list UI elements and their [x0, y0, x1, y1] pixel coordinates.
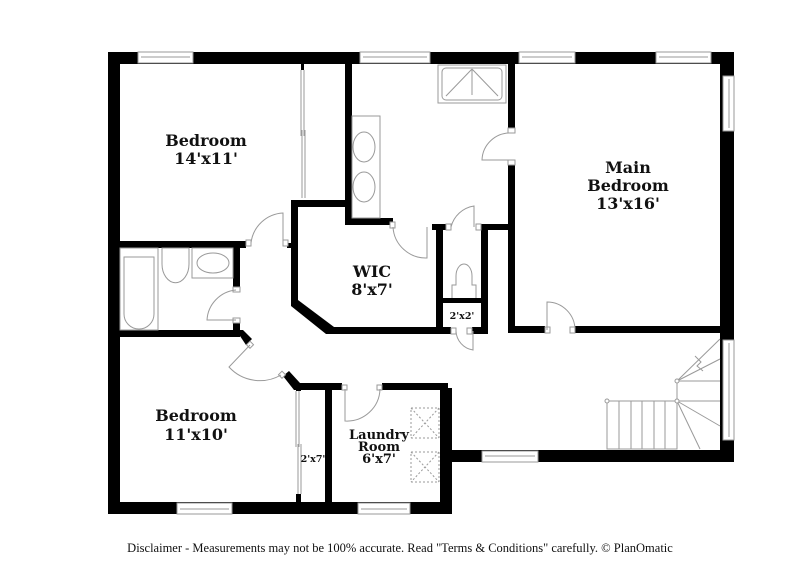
windows	[137, 51, 735, 515]
door-hall-bath[interactable]	[206, 289, 237, 321]
room-name-bedroom-2: Bedroom	[155, 406, 237, 425]
wall-west	[108, 52, 120, 514]
room-name-main-bedroom-line1: Main	[605, 158, 651, 177]
room-dims-bedroom-1: 14'x11'	[174, 149, 238, 168]
bathtub	[119, 247, 159, 331]
door-main-bedroom[interactable]	[546, 301, 576, 331]
door-linen[interactable]	[455, 330, 474, 351]
shower	[437, 64, 507, 104]
room-name-wic: WIC	[352, 262, 391, 281]
toilet	[161, 247, 190, 284]
exterior-walls	[108, 52, 734, 514]
room-dims-closet: 2'x7'	[301, 454, 326, 465]
door-laundry[interactable]	[344, 388, 381, 422]
room-dims-linen-closet: 2'x2'	[450, 311, 475, 322]
room-name-laundry-line1: Laundry	[349, 428, 409, 443]
sink	[352, 131, 376, 163]
doors	[206, 70, 576, 494]
room-dims-laundry: 6'x7'	[362, 452, 396, 467]
door-wc[interactable]	[450, 205, 475, 228]
toilet	[451, 263, 477, 298]
disclaimer-text: Disclaimer - Measurements may not be 100…	[127, 541, 673, 555]
washer	[410, 407, 440, 439]
interior-walls	[108, 52, 727, 508]
door-wic[interactable]	[392, 226, 428, 259]
door-bedroom-1[interactable]	[250, 212, 284, 244]
room-name-bedroom-1: Bedroom	[165, 131, 247, 150]
room-name-laundry-line2: Room	[358, 440, 400, 455]
double-vanity	[351, 115, 381, 219]
door-bedroom-2[interactable]	[228, 344, 282, 382]
fixtures	[119, 64, 507, 483]
door-main-bath[interactable]	[481, 132, 512, 161]
sink	[196, 252, 230, 274]
room-dims-wic: 8'x7'	[351, 280, 393, 299]
room-dims-main-bedroom: 13'x16'	[596, 194, 660, 213]
room-name-main-bedroom-line2: Bedroom	[587, 176, 669, 195]
sink	[352, 171, 376, 203]
door-jamb	[245, 239, 252, 247]
room-labels: Bedroom 14'x11' Main Bedroom 13'x16' WIC…	[155, 131, 669, 467]
vanity	[191, 247, 234, 279]
room-dims-bedroom-2: 11'x10'	[164, 425, 228, 444]
dryer	[410, 451, 440, 483]
staircase[interactable]	[604, 338, 721, 450]
